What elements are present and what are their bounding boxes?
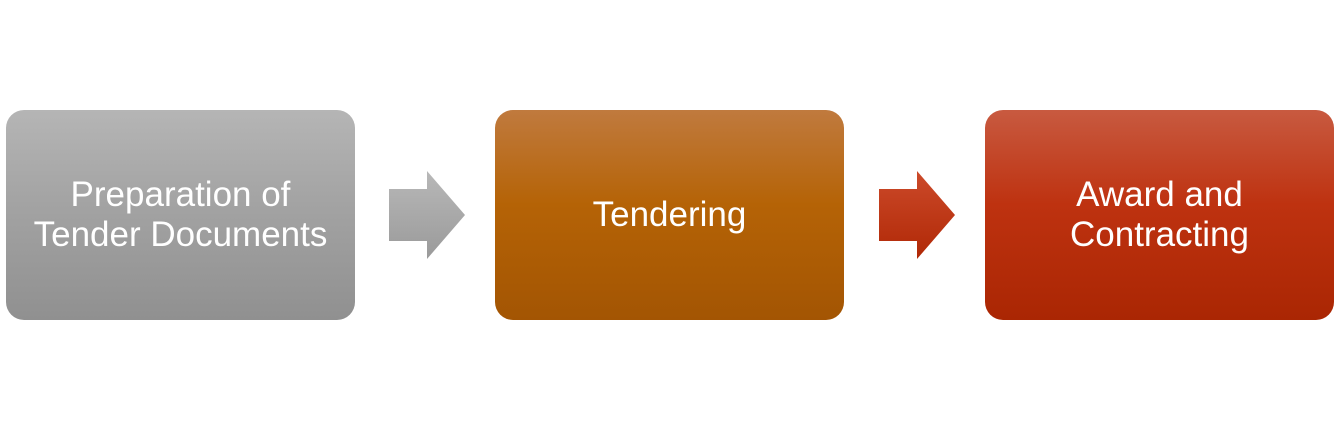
- arrow-right-icon: [879, 171, 955, 259]
- arrow-right-icon: [389, 171, 465, 259]
- step-preparation-box: Preparation of Tender Documents: [6, 110, 355, 320]
- step-tendering-label: Tendering: [592, 195, 747, 234]
- step-award-box: Award and Contracting: [985, 110, 1334, 320]
- step-award-label: Award and Contracting: [1070, 175, 1249, 254]
- step-tendering-box: Tendering: [495, 110, 844, 320]
- step-preparation-label: Preparation of Tender Documents: [33, 175, 328, 254]
